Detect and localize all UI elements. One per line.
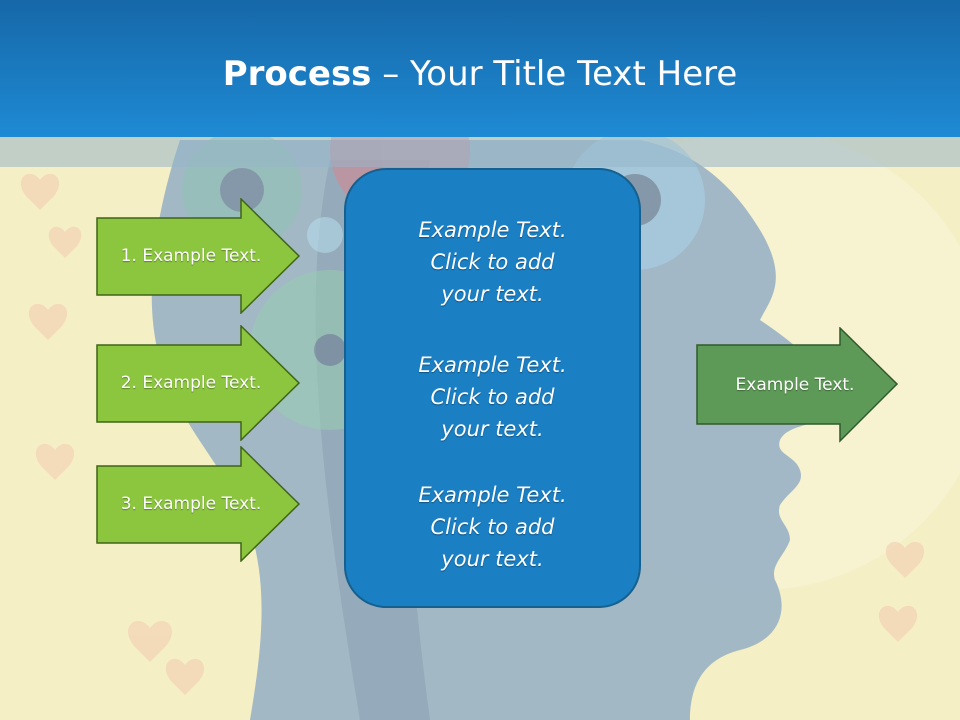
arrow-right-icon	[96, 198, 301, 314]
center-line: Click to add	[430, 515, 555, 539]
title-rest-part: – Your Title Text Here	[371, 54, 738, 94]
center-line: Click to add	[430, 250, 555, 274]
arrow-right-icon	[96, 325, 301, 441]
step-arrow-1[interactable]: 1. Example Text.	[96, 198, 306, 314]
result-label: Example Text.	[735, 375, 855, 395]
center-line: your text.	[441, 282, 544, 306]
step-arrow-2[interactable]: 2. Example Text.	[96, 325, 306, 441]
title-bar	[0, 0, 960, 137]
center-process-box[interactable]: Example Text. Click to add your text. Ex…	[344, 168, 641, 608]
step-label-2: 2. Example Text.	[120, 373, 262, 393]
slide-title[interactable]: Process – Your Title Text Here	[0, 52, 960, 96]
title-underlay-strip	[0, 137, 960, 167]
center-line: Example Text.	[418, 218, 567, 242]
step-label-1: 1. Example Text.	[120, 246, 262, 266]
center-text-block-2[interactable]: Example Text. Click to add your text.	[346, 349, 639, 445]
title-bold-part: Process	[222, 54, 372, 94]
center-line: Example Text.	[418, 483, 567, 507]
heart-icon	[20, 173, 925, 695]
center-text-block-3[interactable]: Example Text. Click to add your text.	[346, 479, 639, 575]
arrow-right-icon	[696, 327, 899, 443]
center-text-block-1[interactable]: Example Text. Click to add your text.	[346, 214, 639, 310]
center-line: your text.	[441, 417, 544, 441]
center-line: Click to add	[430, 385, 555, 409]
center-line: your text.	[441, 547, 544, 571]
step-label-3: 3. Example Text.	[120, 494, 262, 514]
result-arrow[interactable]: Example Text.	[696, 327, 900, 443]
center-line: Example Text.	[418, 353, 567, 377]
step-arrow-3[interactable]: 3. Example Text.	[96, 446, 306, 562]
arrow-right-icon	[96, 446, 301, 562]
